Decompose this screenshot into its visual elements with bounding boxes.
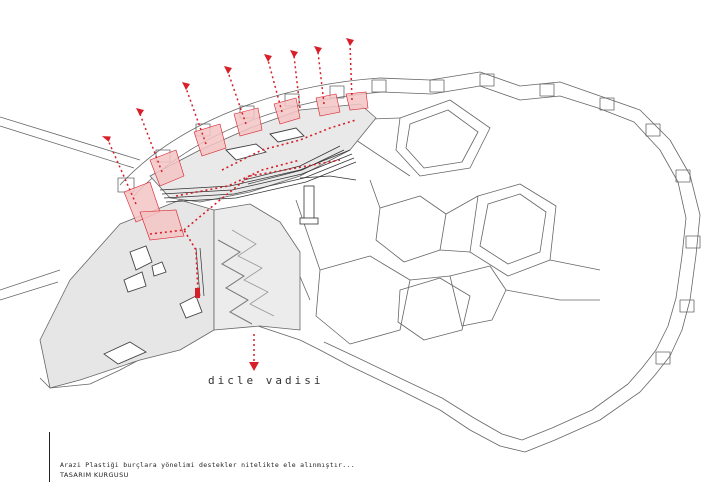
direction-arrows — [107, 43, 353, 362]
valley-label: dicle vadisi — [208, 374, 324, 387]
caption-title: TASARIM KURGUSU — [60, 471, 129, 479]
ramp-zigzag — [231, 229, 275, 317]
accent-bastion — [345, 91, 369, 111]
citadel-court-inner — [405, 109, 479, 169]
citadel-block — [397, 277, 471, 341]
arrowhead — [314, 46, 322, 54]
citadel-block — [449, 265, 507, 327]
road-line — [0, 125, 135, 169]
terrain-cutouts — [103, 127, 305, 365]
arrowhead — [249, 362, 259, 371]
arrowhead — [101, 136, 111, 142]
terrain-plate — [39, 199, 215, 389]
red-paths — [149, 119, 357, 295]
citadel-block-inner — [479, 193, 547, 265]
road-line — [0, 269, 61, 291]
citadel-block — [375, 195, 447, 263]
arrowhead — [346, 38, 354, 46]
accent-bastion — [273, 97, 301, 125]
arrowhead — [136, 108, 144, 116]
city-wall-south — [39, 319, 641, 453]
terrain-plate — [213, 203, 301, 331]
caption-description: Arazi Plastiği burçlara yönelimi destekl… — [60, 461, 355, 469]
road-line — [0, 281, 59, 301]
accent-bastion — [233, 107, 263, 137]
city-wall-outer — [119, 71, 701, 393]
arrowheads — [101, 38, 354, 371]
accent-bastion — [139, 209, 185, 241]
arrowhead — [290, 50, 298, 58]
accent-bastion — [193, 123, 227, 157]
caption-divider — [49, 432, 50, 482]
arrowhead — [264, 54, 272, 62]
citadel-court — [395, 99, 491, 177]
accent-bastion — [315, 93, 341, 117]
accent-zones — [123, 91, 369, 241]
monument — [299, 185, 319, 225]
arrowhead — [224, 66, 232, 74]
arrowhead — [182, 82, 190, 90]
citadel-block — [315, 255, 411, 345]
road-line — [0, 116, 141, 161]
accent-marker — [195, 288, 200, 298]
city-wall-south-inner — [323, 341, 629, 441]
ramp-zigzag — [217, 239, 253, 325]
accent-bastion — [149, 149, 185, 187]
